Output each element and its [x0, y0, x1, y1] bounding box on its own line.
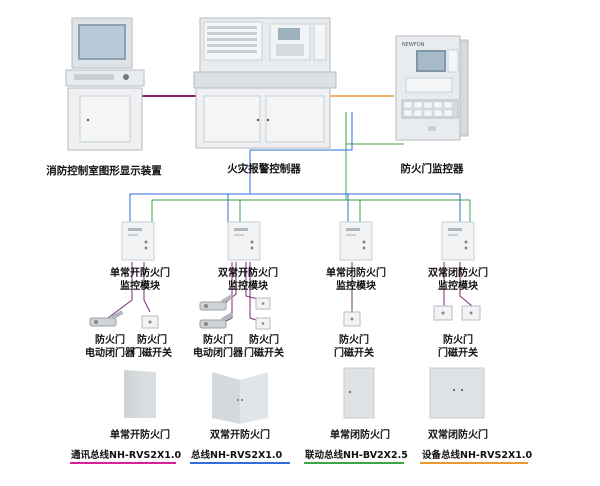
door-double-open-icon: [212, 372, 268, 424]
legend-item-device-bus: 设备总线NH-RVS2X1.0: [420, 449, 533, 464]
monitor-brand-text: NEWFON: [402, 42, 425, 48]
linkage-bus-a: [239, 144, 347, 222]
module-4: [441, 221, 475, 261]
module-1-label-1: 单常开防火门: [110, 266, 170, 279]
linkage-bus-d: [346, 199, 471, 222]
door-switch-4a-icon: [433, 305, 453, 321]
door-double-closed-icon: [429, 367, 485, 419]
closer-2-label-1: 防火门: [203, 333, 233, 346]
switch-3-label-1: 防火门: [339, 333, 369, 346]
device-wires: [107, 262, 473, 323]
legend-item-bus: 总线NH-RVS2X1.0: [190, 449, 290, 464]
door-switch-4b-icon: [461, 305, 481, 321]
module-4-label-2: 监控模块: [438, 279, 479, 292]
door-3-label: 单常闭防火门: [330, 428, 390, 441]
switch-4-label-2: 门磁开关: [438, 346, 478, 359]
fire-alarm-controller-cabinet: [193, 17, 337, 149]
module-1: [121, 221, 155, 261]
graphic-display-terminal: [65, 17, 145, 151]
linkage-bus-main: [345, 112, 404, 145]
switch-2-label-1: 防火门: [249, 333, 279, 346]
door-switch-3-icon: [343, 311, 361, 327]
door-4-label: 双常闭防火门: [428, 428, 488, 441]
switch-1-label-1: 防火门: [137, 333, 167, 346]
door-switch-2b-icon: [255, 317, 271, 330]
blue-bus-a: [129, 193, 461, 222]
door-switch-1-icon: [141, 315, 159, 329]
door-closer-1-icon: [89, 310, 124, 327]
legend-device-bus-text: 设备总线NH-RVS2X1.0: [422, 449, 533, 461]
module-3-label-1: 单常闭防火门: [326, 266, 386, 279]
door-single-open-icon: [124, 370, 156, 418]
legend-comm-bus-text: 通讯总线NH-RVS2X1.0: [71, 449, 182, 461]
legend-item-comm-bus: 通讯总线NH-RVS2X1.0: [70, 449, 182, 464]
field-devices: [89, 294, 481, 330]
module-2: [227, 221, 261, 261]
fire-door-monitor-label: 防火门监控器: [401, 162, 464, 175]
module-1-label-2: 监控模块: [120, 279, 161, 292]
door-2-label: 双常开防火门: [210, 428, 270, 441]
door-single-closed-icon: [343, 367, 375, 419]
door-switch-2a-icon: [255, 297, 271, 310]
door-closer-2a-icon: [199, 294, 234, 311]
modules: [121, 221, 475, 261]
doors: [124, 367, 485, 424]
switch-2-label-2: 门磁开关: [244, 346, 284, 359]
closer-2-label-2: 电动闭门器: [193, 346, 244, 359]
module-2-label-2: 监控模块: [228, 279, 269, 292]
door-1-label: 单常开防火门: [110, 428, 170, 441]
switch-3-label-2: 门磁开关: [334, 346, 374, 359]
legend: 通讯总线NH-RVS2X1.0 总线NH-RVS2X1.0 联动总线NH-BV2…: [70, 449, 533, 464]
module-4-label-1: 双常闭防火门: [428, 266, 488, 279]
wires: [107, 95, 473, 323]
module-2-label-1: 双常开防火门: [218, 266, 278, 279]
graphic-display-label: 消防控制室图形显示装置: [46, 164, 162, 177]
legend-linkage-bus-text: 联动总线NH-BV2X2.5: [305, 449, 408, 461]
fire-door-monitor-cabinet: NEWFON: [395, 35, 469, 141]
switch-4-label-1: 防火门: [443, 333, 473, 346]
switch-1-label-2: 门磁开关: [132, 346, 172, 359]
legend-item-linkage-bus: 联动总线NH-BV2X2.5: [304, 449, 408, 464]
door-closer-2b-icon: [199, 312, 234, 329]
blue-bus-main: [249, 112, 353, 194]
module-3-label-2: 监控模块: [336, 279, 377, 292]
closer-1-label-1: 防火门: [95, 333, 125, 346]
closer-1-label-2: 电动闭门器: [85, 346, 136, 359]
module-3: [339, 221, 373, 261]
legend-bus-text: 总线NH-RVS2X1.0: [191, 449, 283, 461]
fire-alarm-controller-label: 火灾报警控制器: [227, 162, 301, 175]
